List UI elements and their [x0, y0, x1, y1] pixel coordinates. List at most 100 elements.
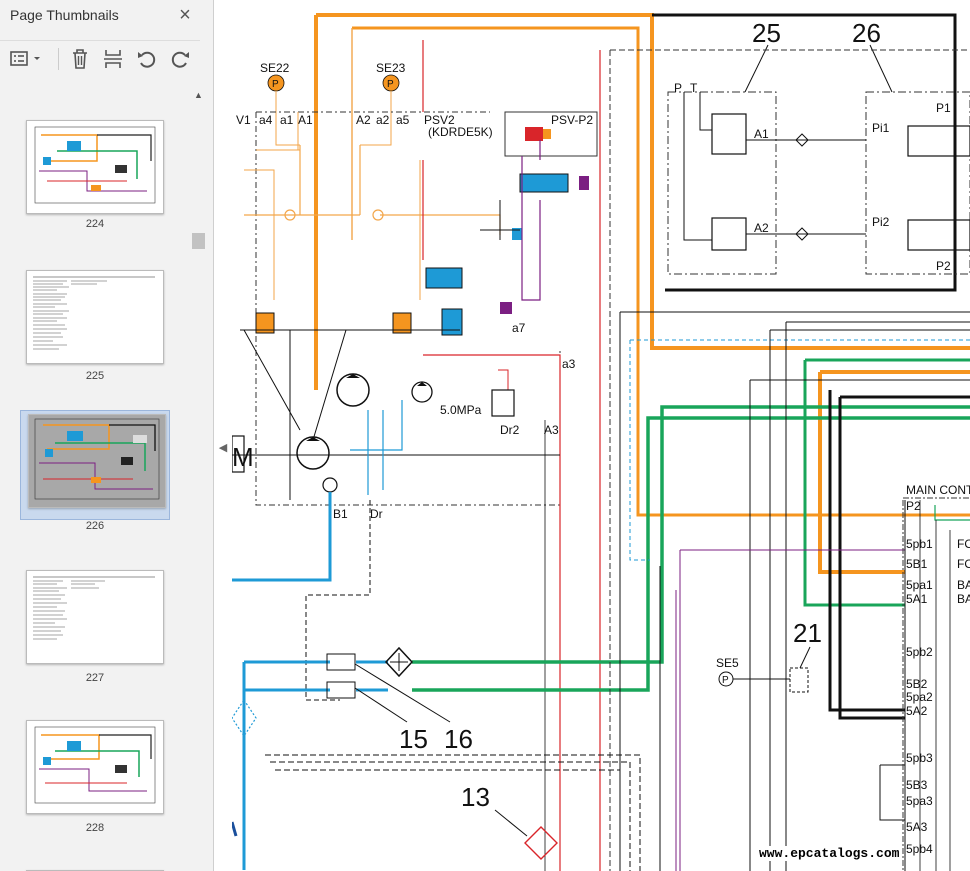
port-dr: Dr	[370, 507, 383, 521]
port-A2: A2	[356, 113, 371, 127]
port-5b3: 5B3	[906, 778, 928, 792]
page-preview	[26, 570, 164, 664]
port-b1: B1	[333, 507, 348, 521]
sensor-p-label: P	[272, 79, 279, 90]
black-line	[828, 390, 970, 720]
thumbnail-options-button[interactable]	[8, 46, 48, 72]
port-a5: a5	[396, 113, 410, 127]
thumbnail-page-228[interactable]: 228	[20, 714, 170, 834]
page-preview	[26, 720, 164, 814]
watermark-text: www.epcatalogs.com	[759, 846, 900, 861]
document-view: 25 26 P T A1 A2 Pi1 Pi2 P1 P2 P P SE22 S…	[232, 0, 970, 871]
port-5pa1: 5pa1	[906, 578, 933, 592]
label-relief-pressure: 5.0MPa	[440, 403, 482, 417]
port-5a1: 5A1	[906, 592, 928, 606]
thumbnail-page-226[interactable]: 226	[20, 410, 170, 532]
close-icon[interactable]: ×	[179, 4, 191, 26]
label-se23: SE23	[376, 61, 406, 75]
thumbnail-options-icon	[10, 51, 40, 66]
label-fo-2: FO	[957, 557, 970, 571]
scroll-thumb[interactable]	[192, 233, 205, 249]
page-preview	[26, 120, 164, 214]
rotate-clockwise-button[interactable]	[167, 46, 193, 72]
callout-13: 13	[461, 782, 490, 812]
main-control-valve-box	[902, 497, 970, 871]
main-pump-lower	[296, 436, 330, 470]
thumbnail-scrollbar[interactable]: ▲	[190, 87, 207, 871]
port-5a2: 5A2	[906, 704, 928, 718]
port-5a3: 5A3	[906, 820, 928, 834]
page-number: 226	[85, 520, 105, 532]
thumbnail-toolbar	[0, 40, 200, 79]
port-pi1: Pi1	[872, 121, 890, 135]
port-5pb1: 5pb1	[906, 537, 933, 551]
filter-13	[524, 826, 558, 860]
oil-cooler	[384, 646, 414, 678]
port-v1: V1	[236, 113, 251, 127]
hydraulic-schematic: 25 26 P T A1 A2 Pi1 Pi2 P1 P2 P P SE22 S…	[232, 13, 970, 871]
page-number: 228	[85, 822, 105, 834]
port-A3-lower: A3	[544, 423, 559, 437]
reducing-valve-a2	[711, 217, 747, 251]
port-pi2: Pi2	[872, 215, 890, 229]
port-5pa3: 5pa3	[906, 794, 933, 808]
port-a7: a7	[512, 321, 526, 335]
valve-port-a1: A1	[754, 127, 769, 141]
green-line	[412, 405, 970, 692]
port-P: P	[674, 81, 682, 95]
insert-pages-button[interactable]	[100, 46, 126, 72]
rotate-clockwise-icon	[171, 51, 189, 68]
insert-pages-icon	[104, 50, 122, 68]
panel-header: Page Thumbnails ×	[0, 0, 213, 32]
callout-16: 16	[444, 724, 473, 754]
port-a2: a2	[376, 113, 390, 127]
engine-m-label: M	[232, 442, 254, 472]
engine-box	[232, 435, 245, 473]
thumbnail-page-224[interactable]: 224	[20, 114, 170, 234]
sensor-p-label: P	[722, 675, 729, 686]
port-5pa2: 5pa2	[906, 690, 933, 704]
label-se22: SE22	[260, 61, 290, 75]
page-number: 224	[85, 218, 105, 230]
delete-pages-icon	[73, 49, 87, 69]
cooler-16	[326, 681, 356, 699]
port-5pb4: 5pb4	[906, 842, 933, 856]
collapse-panel-arrow-icon[interactable]: ◀	[218, 442, 228, 454]
delete-pages-button[interactable]	[67, 46, 93, 72]
label-main-control: MAIN CONT	[906, 483, 970, 497]
orange-line	[818, 370, 970, 574]
label-se5: SE5	[716, 656, 739, 670]
valve-25-box	[667, 91, 777, 275]
shuttle-valve-21	[789, 667, 809, 693]
port-a1: a1	[280, 113, 294, 127]
scroll-up-arrow-icon[interactable]: ▲	[194, 90, 203, 100]
toolbar-divider	[58, 48, 59, 70]
thumbnail-page-225[interactable]: 225	[20, 264, 170, 384]
label-fo-1: FO	[957, 537, 970, 551]
black-frame-line	[652, 13, 957, 292]
rotate-counterclockwise-button[interactable]	[134, 46, 160, 72]
panel-title: Page Thumbnails	[10, 7, 119, 23]
port-dr2: Dr2	[500, 423, 520, 437]
port-p1: P1	[936, 101, 951, 115]
port-5b1: 5B1	[906, 557, 928, 571]
callout-15: 15	[399, 724, 428, 754]
port-p2: P2	[936, 259, 951, 273]
port-a4: a4	[259, 113, 273, 127]
thumbnail-page-227[interactable]: 227	[20, 564, 170, 684]
port-A1: A1	[298, 113, 313, 127]
main-pump-upper	[336, 373, 370, 407]
suction-line	[232, 492, 332, 582]
valve-26-box	[865, 91, 970, 275]
thumbnail-list: 224	[0, 87, 190, 871]
thumbnails-panel: Page Thumbnails ×	[0, 0, 214, 871]
callout-26: 26	[852, 18, 881, 48]
port-5pb3: 5pb3	[906, 751, 933, 765]
label-psv-p2: PSV-P2	[551, 113, 593, 127]
label-kdrde5k: (KDRDE5K)	[428, 125, 493, 139]
sensor-p-label: P	[387, 79, 394, 90]
cooler-15	[326, 653, 356, 671]
thumbnail-page-next[interactable]	[20, 864, 170, 871]
orange-line	[314, 13, 970, 390]
label-psv2: PSV2	[424, 113, 455, 127]
